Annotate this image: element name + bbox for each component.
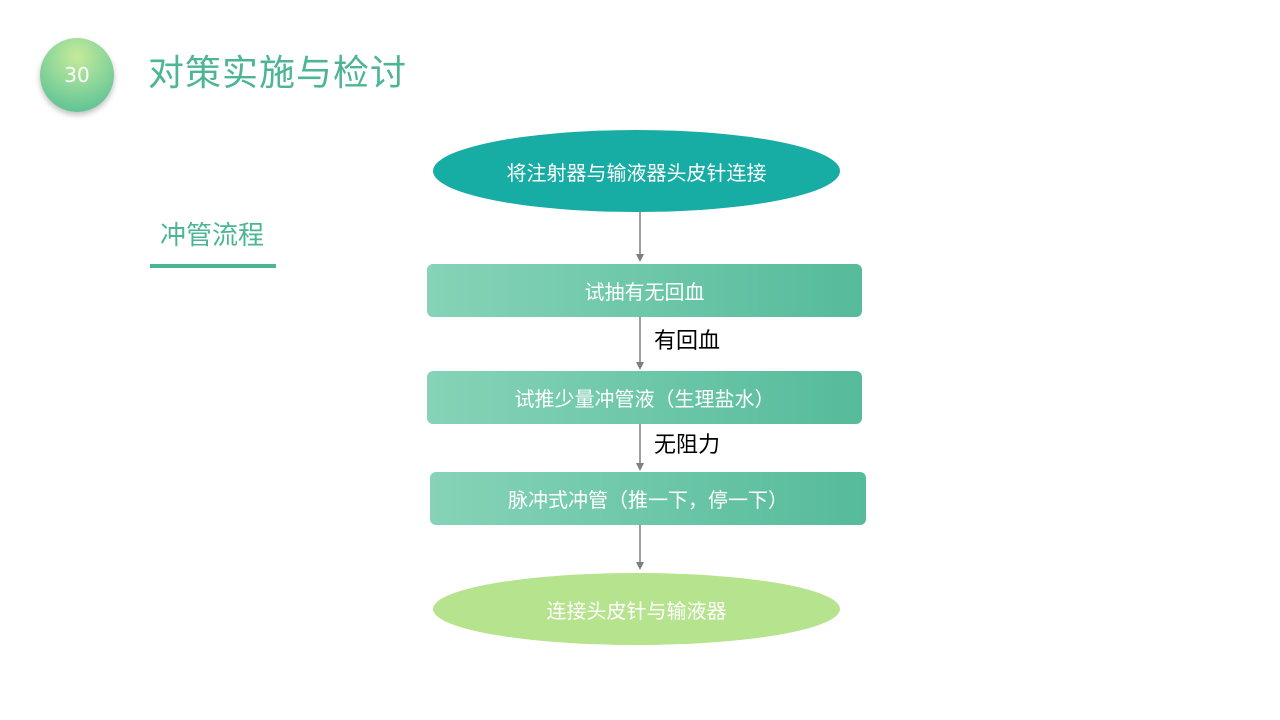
flow-start-label: 将注射器与输液器头皮针连接 [506, 160, 767, 185]
page-number: 30 [64, 63, 90, 87]
flow-step-3-label: 脉冲式冲管（推一下，停一下） [508, 488, 788, 512]
flow-step-2-label: 试推少量冲管液（生理盐水） [514, 387, 775, 411]
flow-end-node: 连接头皮针与输液器 [433, 573, 840, 645]
flow-step-1-label: 试抽有无回血 [584, 280, 705, 304]
flow-step-1: 试抽有无回血 [427, 264, 862, 317]
flow-end-label: 连接头皮针与输液器 [546, 598, 727, 623]
page-title: 对策实施与检讨 [148, 53, 408, 94]
flow-step-3: 脉冲式冲管（推一下，停一下） [430, 472, 866, 525]
section-label: 冲管流程 [160, 221, 265, 251]
edge-label-has-blood-return: 有回血 [654, 329, 721, 354]
page-number-badge: 30 [40, 38, 114, 112]
flow-step-2: 试推少量冲管液（生理盐水） [427, 371, 862, 424]
section-underline [150, 264, 276, 268]
flow-start-node: 将注射器与输液器头皮针连接 [433, 130, 840, 212]
edge-label-no-resistance: 无阻力 [654, 433, 721, 458]
